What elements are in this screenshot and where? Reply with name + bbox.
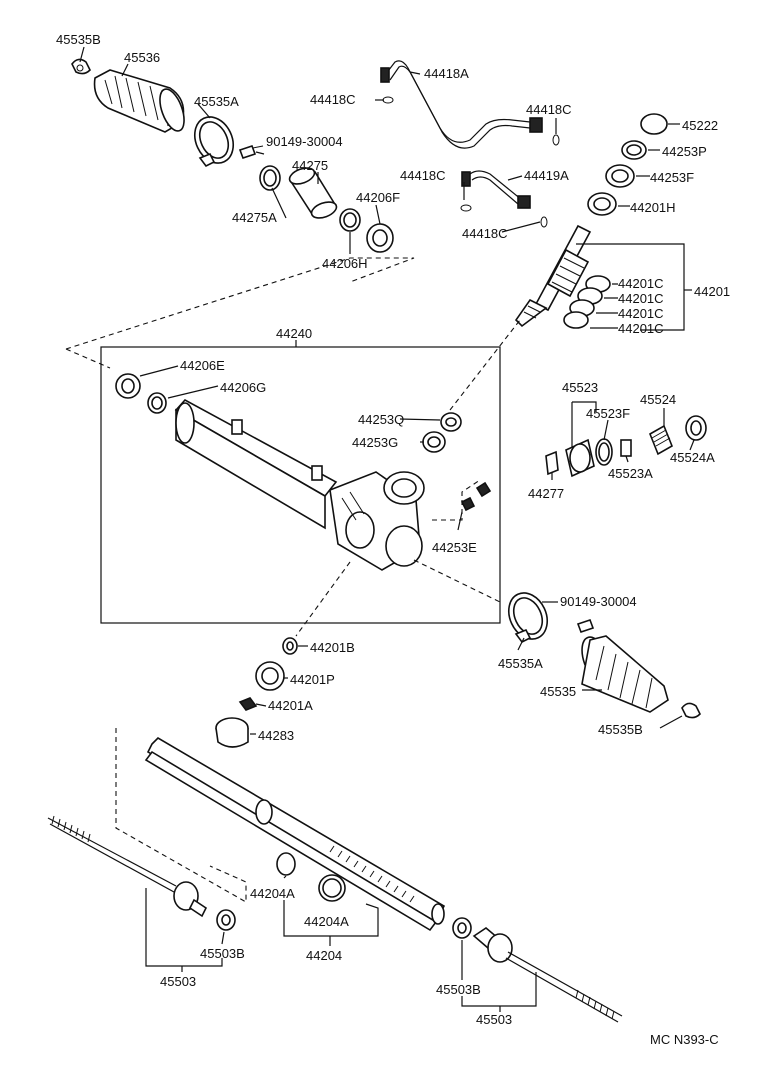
- label-44204a-2: 44204A: [304, 914, 349, 929]
- label-45503b-left: 45503B: [200, 946, 245, 961]
- label-44418a: 44418A: [424, 66, 469, 81]
- seal-44206g: [147, 392, 167, 414]
- boot-clamp-45535b-top: [71, 58, 91, 75]
- label-45524a: 45524A: [670, 450, 715, 465]
- rack-bar: [144, 736, 446, 932]
- cap-44283: [215, 717, 249, 748]
- label-44204a-1: 44204A: [250, 886, 295, 901]
- bearing-44206f: [366, 223, 394, 253]
- gear-housing-44240: [174, 398, 425, 571]
- bearing-44201h: [587, 192, 617, 216]
- label-44201c-3: 44201C: [618, 306, 664, 321]
- seal-rings-44201c: [563, 275, 611, 329]
- label-44253p: 44253P: [662, 144, 707, 159]
- label-45523: 45523: [562, 380, 598, 395]
- label-45524: 45524: [640, 392, 676, 407]
- lock-nut-45524a: [685, 415, 707, 441]
- cap-45222: [640, 113, 668, 135]
- rack-boot-45536: [93, 69, 185, 133]
- seal-44206h: [339, 208, 361, 232]
- pinion-valve-44201: [514, 224, 592, 328]
- label-44201h: 44201H: [630, 200, 676, 215]
- pressure-pipe-44418a: [380, 60, 543, 149]
- lock-washer-45503b-right: [452, 917, 472, 939]
- sleeve-44275: [288, 167, 338, 219]
- label-90149-bottom: 90149-30004: [560, 594, 637, 609]
- bushing-44206e: [115, 373, 141, 399]
- label-44201: 44201: [694, 284, 730, 299]
- label-44418c-1: 44418C: [310, 92, 356, 107]
- housing-box-44240: [100, 340, 501, 624]
- label-44206f: 44206F: [356, 190, 400, 205]
- label-45535b-bottom: 45535B: [598, 722, 643, 737]
- seal-44253q: [440, 412, 462, 432]
- label-45535b-top: 45535B: [56, 32, 101, 47]
- nut-44201a: [238, 697, 258, 711]
- label-44253g: 44253G: [352, 435, 398, 450]
- o-ring-45523f: [595, 438, 613, 466]
- label-45536: 45536: [124, 50, 160, 65]
- label-45503b-right: 45503B: [436, 982, 481, 997]
- label-44253e: 44253E: [432, 540, 477, 555]
- rack-boot-45535: [581, 635, 669, 713]
- label-44204: 44204: [306, 948, 342, 963]
- label-44201c-4: 44201C: [618, 321, 664, 336]
- part-labels: 45535B 45536 45535A 90149-30004 44275 44…: [56, 32, 730, 1047]
- label-44275: 44275: [292, 158, 328, 173]
- label-44418c-3: 44418C: [400, 168, 446, 183]
- seal-rings-44204a: [276, 852, 346, 902]
- label-45503-left: 45503: [160, 974, 196, 989]
- label-44201p: 44201P: [290, 672, 335, 687]
- leader-lines: [79, 46, 695, 1012]
- label-44418c-2: 44418C: [526, 102, 572, 117]
- label-44275a: 44275A: [232, 210, 277, 225]
- seal-44201b: [282, 637, 298, 655]
- label-44206e: 44206E: [180, 358, 225, 373]
- label-44418c-4: 44418C: [462, 226, 508, 241]
- label-44240: 44240: [276, 326, 312, 341]
- pipe-44419a: [461, 170, 531, 209]
- label-44419a: 44419A: [524, 168, 569, 183]
- bearing-44201p: [255, 661, 285, 691]
- label-44206g: 44206G: [220, 380, 266, 395]
- dashed-guides: [65, 257, 521, 903]
- label-44201c-1: 44201C: [618, 276, 664, 291]
- boot-clamp-45535a-top: [193, 116, 235, 168]
- bracket-44277: [545, 450, 559, 476]
- label-45523a: 45523A: [608, 466, 653, 481]
- label-45535a-bottom: 45535A: [498, 656, 543, 671]
- label-44201a: 44201A: [268, 698, 313, 713]
- label-44283: 44283: [258, 728, 294, 743]
- label-44206h: 44206H: [322, 256, 368, 271]
- plugs-44253e: [460, 481, 492, 512]
- label-44201b: 44201B: [310, 640, 355, 655]
- label-44277: 44277: [528, 486, 564, 501]
- boot-clamp-45535b-bottom: [681, 702, 701, 719]
- label-44201c-2: 44201C: [618, 291, 664, 306]
- label-45523f: 45523F: [586, 406, 630, 421]
- tie-rod-right-45503: [472, 927, 623, 1023]
- label-45503-right: 45503: [476, 1012, 512, 1027]
- label-45535: 45535: [540, 684, 576, 699]
- bolt-90149-bottom: [576, 618, 595, 634]
- tie-rod-left-45503: [47, 815, 208, 918]
- label-45535a-top: 45535A: [194, 94, 239, 109]
- label-44253q: 44253Q: [358, 412, 404, 427]
- bushing-44275a: [259, 165, 281, 191]
- bearing-44253f: [605, 164, 635, 188]
- lock-washer-45503b-left: [216, 909, 236, 931]
- bolt-90149-top: [238, 144, 264, 160]
- boot-clamp-45535a-bottom: [507, 592, 549, 644]
- seal-44253g: [422, 431, 446, 453]
- spring-45523a: [620, 439, 632, 457]
- label-44253f: 44253F: [650, 170, 694, 185]
- label-45222: 45222: [682, 118, 718, 133]
- label-90149-top: 90149-30004: [266, 134, 343, 149]
- rack-guide-45523: [565, 438, 595, 478]
- adjusting-screw-45524: [648, 424, 674, 456]
- diagram-code: MC N393-C: [650, 1032, 719, 1047]
- nut-44253p: [621, 140, 647, 160]
